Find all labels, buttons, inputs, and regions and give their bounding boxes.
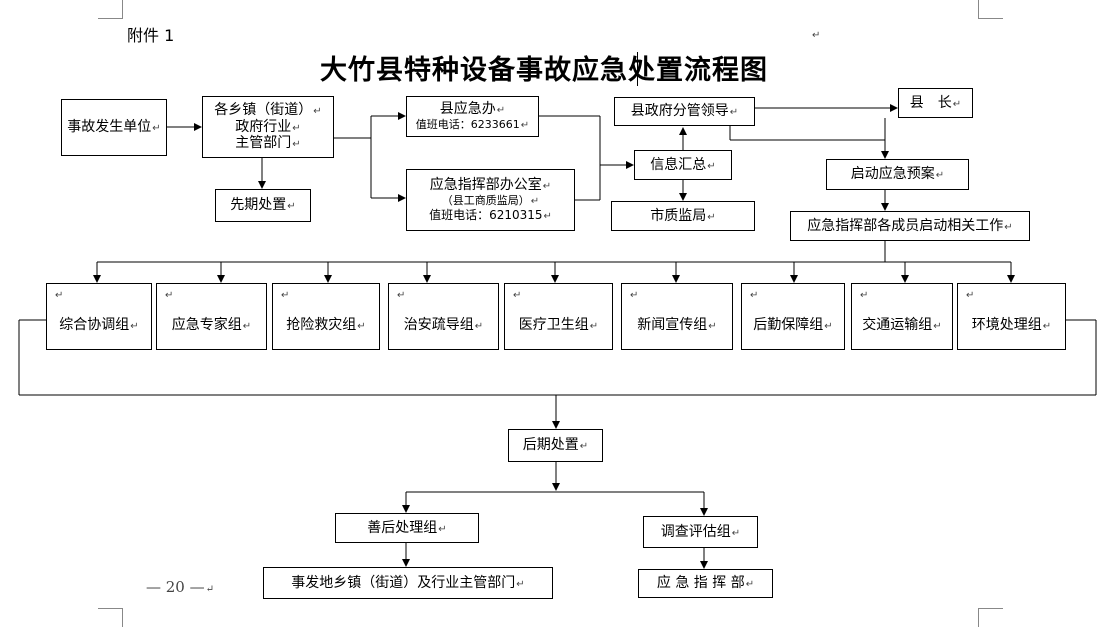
township-dept-box: 各乡镇（街道）↵ 政府行业↵ 主管部门↵ bbox=[202, 96, 334, 158]
market-supervision-box: 市质监局↵ bbox=[611, 201, 755, 231]
county-head-box: 县 长↵ bbox=[898, 88, 973, 118]
group-box-security: ↵ 治安疏导组↵ bbox=[388, 283, 499, 350]
start-plan-box: 启动应急预案↵ bbox=[826, 159, 969, 190]
group-box-expert: ↵ 应急专家组↵ bbox=[156, 283, 267, 350]
group-box-environment: ↵ 环境处理组↵ bbox=[957, 283, 1066, 350]
aftermath-group-box: 善后处理组↵ bbox=[335, 513, 479, 543]
command-office-box: 应急指挥部办公室↵ （县工商质监局）↵ 值班电话：6210315↵ bbox=[406, 169, 575, 231]
group-box-rescue: ↵ 抢险救灾组↵ bbox=[272, 283, 380, 350]
group-box-medical: ↵ 医疗卫生组↵ bbox=[504, 283, 613, 350]
command-dept-box: 应 急 指 挥 部↵ bbox=[638, 569, 773, 598]
crop-mark-bottom-right bbox=[978, 608, 1003, 627]
text-cursor bbox=[637, 52, 638, 86]
aftermath-dept-box: 事发地乡镇（街道）及行业主管部门↵ bbox=[263, 567, 553, 599]
group-box-coordination: ↵ 综合协调组↵ bbox=[46, 283, 152, 350]
crop-mark-top-right bbox=[978, 0, 1003, 19]
page-title: 大竹县特种设备事故应急处置流程图 bbox=[320, 55, 768, 86]
page-number: — 20 —↵ bbox=[146, 578, 215, 596]
county-leader-box: 县政府分管领导↵ bbox=[614, 97, 755, 126]
group-box-news: ↵ 新闻宣传组↵ bbox=[621, 283, 733, 350]
early-handling-box: 先期处置↵ bbox=[215, 189, 311, 222]
annex-label: 附件 1 bbox=[127, 26, 175, 45]
members-start-box: 应急指挥部各成员启动相关工作↵ bbox=[790, 211, 1030, 241]
group-box-transport: ↵ 交通运输组↵ bbox=[851, 283, 953, 350]
crop-mark-top-left bbox=[98, 0, 123, 19]
paragraph-mark: ↵ bbox=[812, 30, 821, 41]
investigation-group-box: 调查评估组↵ bbox=[643, 516, 758, 548]
info-summary-box: 信息汇总↵ bbox=[634, 150, 732, 180]
group-box-logistics: ↵ 后勤保障组↵ bbox=[741, 283, 845, 350]
accident-unit-box: 事故发生单位↵ bbox=[61, 99, 167, 156]
post-handling-box: 后期处置↵ bbox=[508, 429, 603, 462]
county-emergency-office-box: 县应急办↵ 值班电话：6233661↵ bbox=[406, 96, 539, 137]
crop-mark-bottom-left bbox=[98, 608, 123, 627]
